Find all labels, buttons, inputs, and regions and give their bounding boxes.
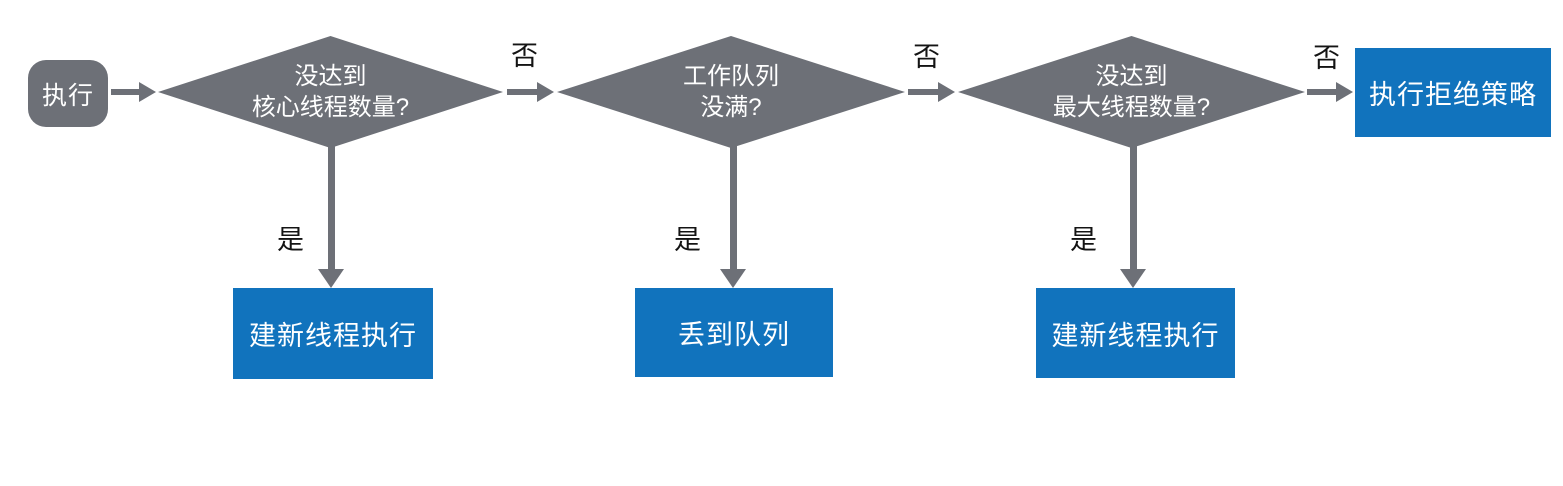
decision-line: 核心线程数量? bbox=[251, 94, 410, 121]
arrow-shaft bbox=[111, 89, 139, 95]
decision-line: 没达到 bbox=[294, 63, 367, 90]
action-label: 执行拒绝策略 bbox=[1369, 80, 1537, 110]
arrow-head-icon bbox=[139, 82, 156, 102]
action-enqueue-task: 丢到队列 bbox=[635, 288, 833, 377]
edge-label-no-3: 否 bbox=[1313, 43, 1340, 73]
action-create-new-thread-1: 建新线程执行 bbox=[233, 288, 433, 379]
arrow-max-to-reject bbox=[1307, 82, 1353, 102]
start-node-label: 执行 bbox=[41, 81, 94, 110]
edge-label-yes-1: 是 bbox=[277, 225, 304, 255]
arrow-core-to-queue-decision bbox=[507, 82, 554, 102]
decision-line: 工作队列 bbox=[683, 63, 779, 90]
arrow-core-yes-to-create-thread bbox=[318, 146, 344, 288]
arrow-queue-yes-to-enqueue bbox=[720, 146, 746, 288]
arrow-head-icon bbox=[938, 82, 955, 102]
arrow-shaft bbox=[507, 89, 537, 95]
decision-work-queue-not-full-label: 工作队列 没满? bbox=[683, 61, 779, 123]
decision-line: 没达到 bbox=[1095, 63, 1168, 90]
arrow-head-icon bbox=[720, 269, 746, 288]
arrow-queue-to-max-decision bbox=[908, 82, 955, 102]
action-execute-reject-policy: 执行拒绝策略 bbox=[1355, 48, 1551, 137]
action-label: 建新线程执行 bbox=[249, 321, 417, 351]
edge-label-yes-3: 是 bbox=[1070, 225, 1097, 255]
action-label: 丢到队列 bbox=[678, 320, 790, 350]
arrow-head-icon bbox=[537, 82, 554, 102]
edge-label-no-2: 否 bbox=[913, 42, 940, 72]
arrow-head-icon bbox=[318, 269, 344, 288]
arrow-head-icon bbox=[1120, 269, 1146, 288]
decision-max-thread-count-label: 没达到 最大线程数量? bbox=[1053, 61, 1210, 123]
edge-label-yes-2: 是 bbox=[674, 225, 701, 255]
arrow-shaft bbox=[908, 89, 938, 95]
arrow-shaft bbox=[327, 146, 335, 269]
action-label: 建新线程执行 bbox=[1051, 320, 1220, 351]
arrow-start-to-core-decision bbox=[111, 82, 156, 102]
decision-core-thread-count: 没达到 核心线程数量? bbox=[158, 36, 503, 148]
arrow-shaft bbox=[1307, 89, 1336, 95]
arrow-head-icon bbox=[1336, 82, 1353, 102]
arrow-shaft bbox=[729, 146, 737, 269]
arrow-shaft bbox=[1129, 146, 1137, 269]
start-node-execute: 执行 bbox=[28, 60, 108, 127]
decision-line: 没满? bbox=[700, 94, 762, 121]
edge-label-no-1: 否 bbox=[511, 41, 538, 71]
decision-line: 最大线程数量? bbox=[1052, 94, 1211, 121]
decision-core-thread-count-label: 没达到 核心线程数量? bbox=[252, 61, 409, 123]
action-create-new-thread-2: 建新线程执行 bbox=[1036, 288, 1235, 378]
decision-max-thread-count: 没达到 最大线程数量? bbox=[958, 36, 1305, 148]
decision-work-queue-not-full: 工作队列 没满? bbox=[557, 36, 905, 148]
arrow-max-yes-to-create-thread bbox=[1120, 146, 1146, 288]
